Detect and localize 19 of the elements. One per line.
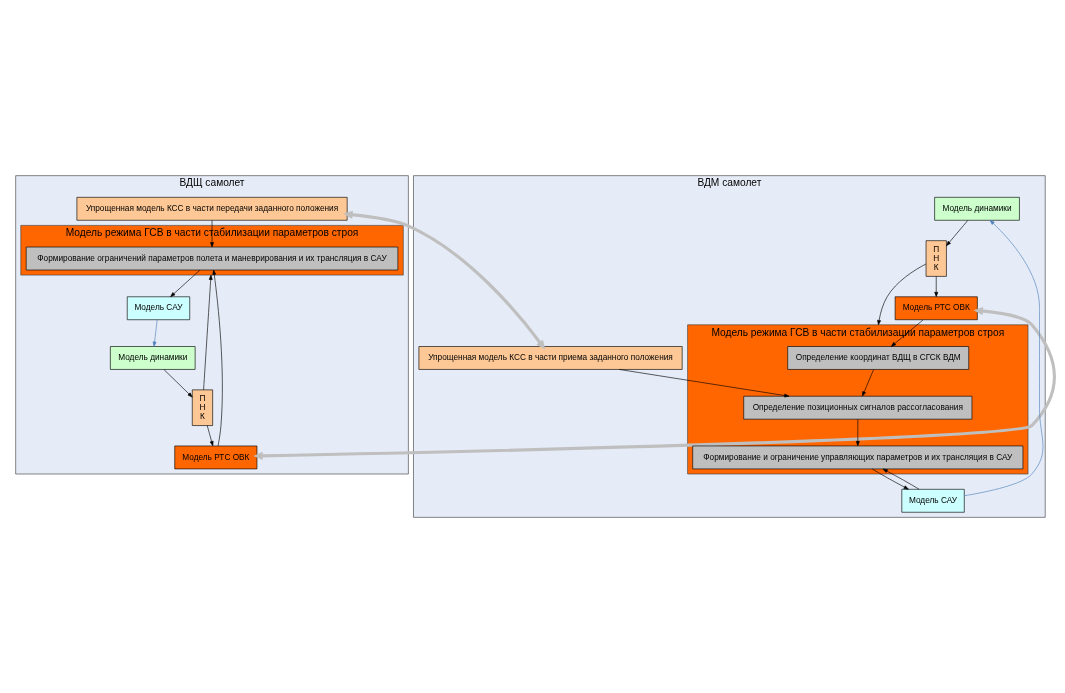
arrow	[253, 306, 1056, 460]
arrow	[855, 419, 860, 447]
arrow	[343, 210, 546, 350]
arrow	[203, 274, 213, 391]
arrow	[946, 220, 969, 247]
arrow	[212, 269, 223, 447]
arrow	[170, 269, 201, 297]
arrow	[619, 369, 790, 398]
arrow	[877, 263, 927, 326]
arrow	[871, 468, 909, 490]
arrow	[152, 319, 158, 347]
arrow	[891, 319, 924, 347]
arrow	[964, 220, 1044, 497]
arrow	[163, 369, 193, 398]
arrow	[934, 276, 939, 297]
arrow	[862, 369, 874, 397]
arrow	[882, 468, 920, 490]
arrow	[206, 425, 214, 447]
arrow	[210, 220, 214, 248]
